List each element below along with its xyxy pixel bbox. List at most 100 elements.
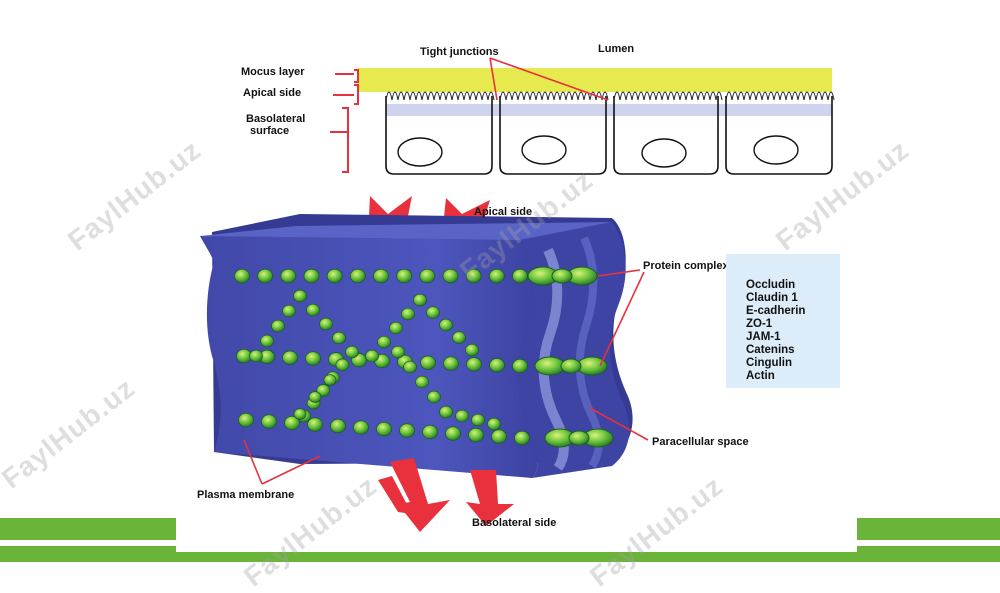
protein-bead <box>345 345 359 359</box>
protein-bead <box>391 345 405 359</box>
legend-item: ZO-1 <box>746 318 773 330</box>
protein-bead <box>349 268 366 284</box>
protein-bead <box>330 418 346 434</box>
epithelial-cell <box>499 96 607 175</box>
protein-bead <box>257 268 274 284</box>
protein-beads <box>234 268 530 446</box>
mucus-layer <box>358 68 832 92</box>
protein-bead <box>307 417 323 432</box>
protein-bead <box>260 334 274 348</box>
label-basolateral-surface-line1: Basolateral <box>246 113 306 125</box>
protein-bead <box>234 268 250 284</box>
cell-nuclei <box>397 135 799 168</box>
epithelium-cells <box>358 68 835 175</box>
protein-bead <box>308 391 322 403</box>
protein-bead <box>439 318 453 332</box>
protein-bead <box>488 268 505 284</box>
microvilli <box>499 91 609 101</box>
protein-bead <box>415 375 429 389</box>
footer-band-left-green <box>0 518 176 540</box>
footer-band-right-green <box>857 518 1000 540</box>
tight-junction-pointers <box>489 57 609 101</box>
legend-item: Cingulin <box>746 357 792 369</box>
legend-item: Catenins <box>746 344 795 356</box>
protein-bead <box>293 289 307 303</box>
protein-bead <box>284 415 300 431</box>
epithelial-cell <box>613 96 719 175</box>
label-basolateral-surface-line2: surface <box>250 125 290 137</box>
protein-bead <box>326 268 343 284</box>
protein-bead <box>396 268 413 284</box>
microvilli <box>725 91 835 101</box>
label-apical-side-top: Apical side <box>243 87 302 99</box>
protein-bead <box>512 268 528 284</box>
legend-item: Claudin 1 <box>746 292 798 304</box>
protein-bead <box>376 421 392 437</box>
apical-band <box>386 104 832 116</box>
legend-item: Actin <box>746 370 775 382</box>
protein-bead <box>305 351 321 366</box>
protein-bead <box>465 268 482 284</box>
legend-item: JAM-1 <box>746 331 781 343</box>
protein-bead <box>293 408 307 420</box>
label-basolateral-side: Basolateral side <box>472 517 557 529</box>
protein-bead <box>427 390 441 404</box>
protein-complexes <box>527 266 614 448</box>
label-paracellular-space: Paracellular space <box>652 436 749 448</box>
protein-bead <box>282 350 298 365</box>
legend-item: Occludin <box>746 279 796 291</box>
label-lumen: Lumen <box>598 43 635 55</box>
protein-bead <box>442 268 459 284</box>
protein-bead <box>419 268 436 284</box>
protein-bead <box>332 331 346 345</box>
protein-bead <box>413 293 427 307</box>
label-protein-complex: Protein complex <box>643 260 729 272</box>
protein-bead <box>465 343 479 357</box>
protein-bead <box>280 268 297 284</box>
protein-bead <box>335 358 350 372</box>
side-brackets <box>330 69 359 173</box>
protein-bead <box>420 355 436 370</box>
protein-bead <box>445 426 461 441</box>
protein-bead <box>443 356 459 371</box>
protein-bead <box>468 427 484 443</box>
protein-bead <box>403 360 417 374</box>
protein-bead <box>377 335 391 349</box>
protein-bead <box>306 303 320 317</box>
protein-bead <box>353 420 369 435</box>
protein-bead <box>365 349 379 363</box>
microvilli <box>385 91 495 101</box>
protein-bead <box>422 424 438 440</box>
label-mucus-layer: Mocus layer <box>241 66 305 78</box>
protein-bead <box>512 358 528 374</box>
protein-bead <box>399 423 415 438</box>
protein-bead <box>282 304 296 318</box>
protein-bead <box>261 414 277 429</box>
protein-bead <box>439 405 453 419</box>
protein-bead <box>489 358 505 373</box>
slide: FaylHub.uz FaylHub.uz FaylHub.uz FaylHub… <box>0 43 1000 593</box>
bottom-pointers <box>243 269 649 485</box>
arrows-basolateral <box>378 458 514 532</box>
label-apical-side: Apical side <box>474 206 533 218</box>
protein-bead <box>249 349 263 363</box>
protein-bead <box>455 409 469 423</box>
protein-bead <box>319 317 333 331</box>
microvilli <box>613 91 723 101</box>
protein-bead <box>323 374 337 386</box>
protein-bead <box>491 429 507 444</box>
tight-junction-diagram <box>200 57 835 532</box>
protein-bead <box>373 268 389 284</box>
protein-bead <box>514 430 530 446</box>
protein-bead <box>466 357 482 372</box>
protein-bead <box>452 331 466 344</box>
label-tight-junctions: Tight junctions <box>420 46 499 58</box>
protein-bead <box>471 413 485 427</box>
epithelial-cell <box>385 96 493 175</box>
label-plasma-membrane: Plasma membrane <box>197 489 295 501</box>
protein-legend: Occludin Claudin 1 E-cadherin ZO-1 JAM-1… <box>726 254 840 388</box>
protein-bead <box>401 307 415 321</box>
protein-bead <box>389 321 403 335</box>
protein-bead <box>303 268 320 284</box>
epithelial-cell <box>725 96 833 175</box>
